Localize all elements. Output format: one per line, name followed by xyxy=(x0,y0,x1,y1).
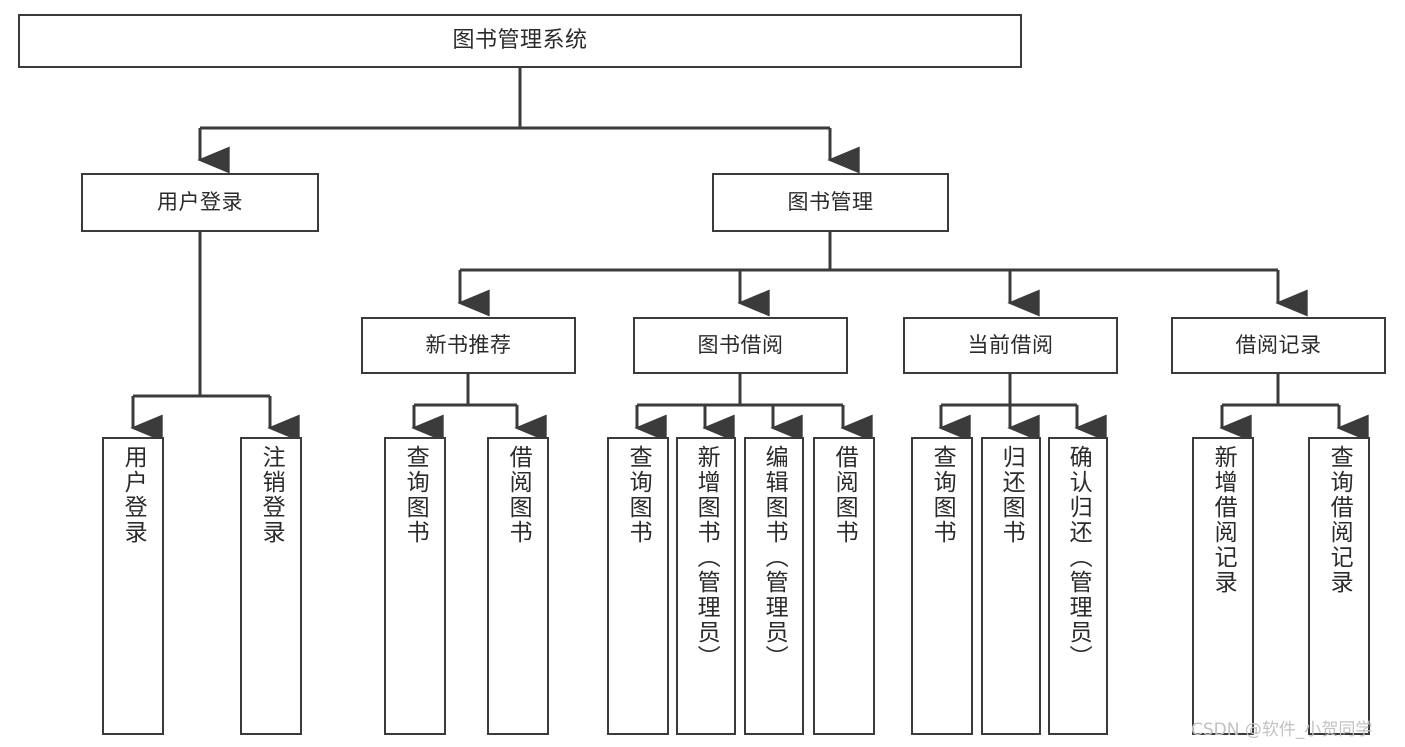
node-label: 编辑图书（管理员） xyxy=(761,445,788,670)
node-root-book-management-system[interactable]: 图书管理系统 xyxy=(18,14,1022,68)
leaf-add-book-admin[interactable]: 新增图书（管理员） xyxy=(676,437,736,735)
leaf-edit-book-admin[interactable]: 编辑图书（管理员） xyxy=(744,437,804,735)
node-label: 用户登录 xyxy=(120,445,147,545)
csdn-watermark: CSDN @软件_小贺同学 xyxy=(1191,720,1373,740)
node-label: 归还图书 xyxy=(998,445,1025,545)
node-borrow-record[interactable]: 借阅记录 xyxy=(1171,317,1386,374)
node-user-login[interactable]: 用户登录 xyxy=(81,173,319,232)
node-label: 查询图书 xyxy=(625,445,652,545)
node-label: 图书管理系统 xyxy=(452,28,588,54)
node-label: 注销登录 xyxy=(258,445,285,545)
leaf-borrow-book[interactable]: 借阅图书 xyxy=(813,437,875,735)
leaf-borrow-book-recommend[interactable]: 借阅图书 xyxy=(487,437,549,735)
node-new-book-recommend[interactable]: 新书推荐 xyxy=(361,317,576,374)
leaf-query-book-borrow[interactable]: 查询图书 xyxy=(607,437,669,735)
leaf-query-borrow-record[interactable]: 查询借阅记录 xyxy=(1308,437,1370,735)
node-book-management[interactable]: 图书管理 xyxy=(712,173,949,232)
node-label: 当前借阅 xyxy=(967,333,1054,358)
leaf-return-book[interactable]: 归还图书 xyxy=(981,437,1041,735)
node-label: 确认归还（管理员） xyxy=(1065,445,1092,670)
node-label: 查询图书 xyxy=(929,445,956,545)
node-label: 查询图书 xyxy=(402,445,429,545)
node-label: 新增图书（管理员） xyxy=(693,445,720,670)
leaf-add-borrow-record[interactable]: 新增借阅记录 xyxy=(1192,437,1254,735)
node-label: 用户登录 xyxy=(157,190,243,215)
leaf-query-book-current[interactable]: 查询图书 xyxy=(911,437,973,735)
node-book-borrow[interactable]: 图书借阅 xyxy=(633,317,848,374)
node-label: 新增借阅记录 xyxy=(1210,445,1237,595)
node-label: 借阅图书 xyxy=(831,445,858,545)
leaf-confirm-return-admin[interactable]: 确认归还（管理员） xyxy=(1048,437,1108,735)
node-label: 查询借阅记录 xyxy=(1326,445,1353,595)
leaf-query-book-recommend[interactable]: 查询图书 xyxy=(384,437,446,735)
leaf-logout[interactable]: 注销登录 xyxy=(240,437,302,735)
node-current-borrow[interactable]: 当前借阅 xyxy=(903,317,1118,374)
node-label: 借阅图书 xyxy=(505,445,532,545)
node-label: 借阅记录 xyxy=(1235,333,1322,358)
node-label: 图书管理 xyxy=(787,190,874,215)
node-label: 新书推荐 xyxy=(425,333,512,358)
node-label: 图书借阅 xyxy=(697,333,784,358)
leaf-user-login[interactable]: 用户登录 xyxy=(102,437,164,735)
